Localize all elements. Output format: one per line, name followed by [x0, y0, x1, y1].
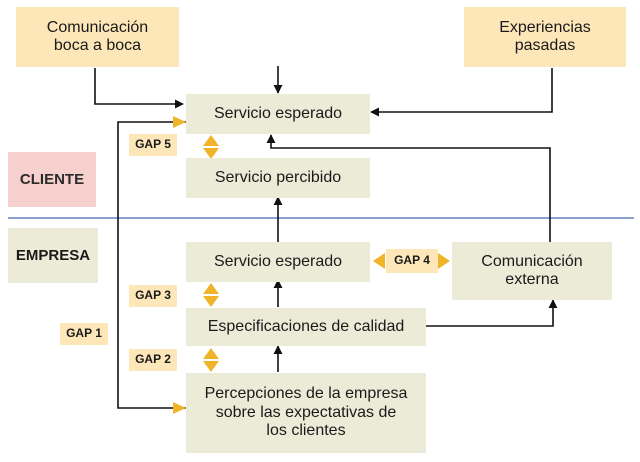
gap5-arrows: [203, 135, 219, 159]
gap3-arrows: [203, 283, 219, 307]
empresa-label: EMPRESA: [8, 228, 98, 283]
arrow-pasadas-to-esperado: [370, 68, 553, 117]
servicio-percibido-box: Servicio percibido: [186, 158, 370, 198]
arrow-externa-to-esperado: [266, 134, 551, 243]
arrow-boca-to-esperado: [94, 68, 184, 109]
gap4-arrows: [373, 253, 450, 269]
boca-a-boca-box: Comunicación boca a boca: [16, 7, 179, 67]
cliente-label: CLIENTE: [8, 152, 96, 207]
especificaciones-box: Especificaciones de calidad: [186, 308, 426, 346]
servicio-esperado-mid-box: Servicio esperado: [186, 242, 370, 282]
gap2-label: GAP 2: [129, 349, 177, 371]
experiencias-pasadas-box: Experiencias pasadas: [464, 7, 626, 67]
gap1-loop-line: [117, 121, 187, 409]
gap2-arrows: [203, 348, 219, 372]
percepciones-box: Percepciones de la empresa sobre las exp…: [186, 373, 426, 453]
gap3-label: GAP 3: [129, 285, 177, 307]
comunicacion-externa-box: Comunicación externa: [452, 242, 612, 300]
gap1-arrowhead-top: [173, 116, 186, 128]
servicio-esperado-top-box: Servicio esperado: [186, 94, 370, 134]
gap5-label: GAP 5: [129, 134, 177, 156]
gap1-label: GAP 1: [60, 323, 108, 345]
gap4-label: GAP 4: [386, 249, 438, 273]
arrow-especificaciones-to-externa: [426, 299, 558, 327]
gap1-arrowhead-bottom: [173, 402, 186, 414]
